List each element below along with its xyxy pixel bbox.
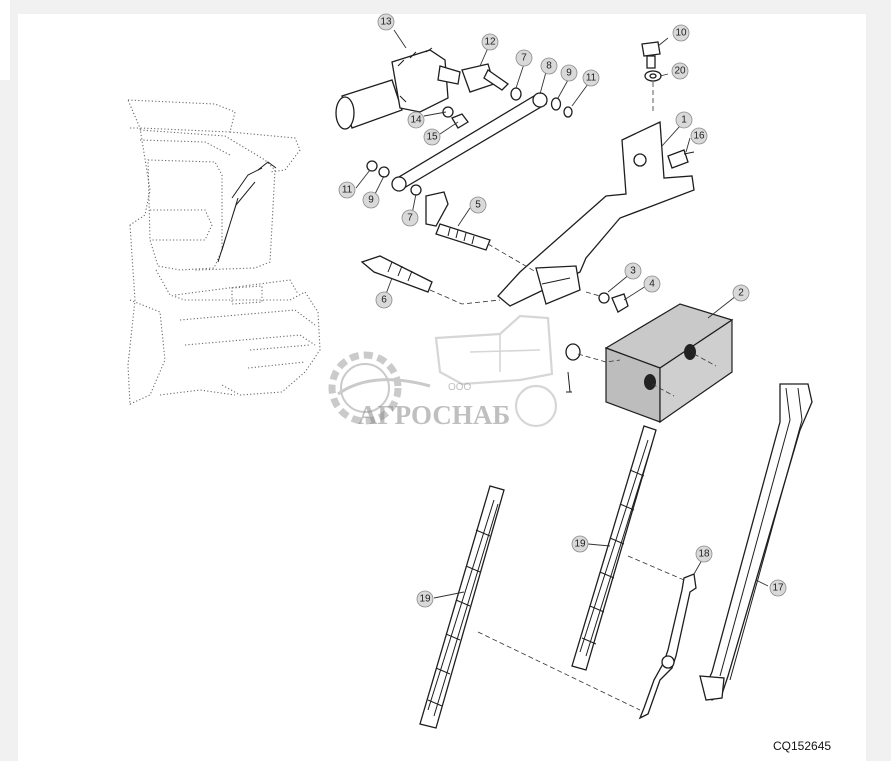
callout-18-label: 18 — [698, 549, 710, 560]
watermark-gear-icon — [328, 351, 431, 425]
callout-14-label: 14 — [410, 115, 422, 126]
callout-15: 15 — [423, 128, 441, 146]
callout-18: 18 — [695, 545, 713, 563]
callout-5-label: 5 — [475, 200, 481, 211]
callout-7b-label: 7 — [407, 213, 413, 224]
callout-3: 3 — [624, 262, 642, 280]
linkage-bar — [391, 92, 548, 192]
callout-17: 17 — [769, 579, 787, 597]
wiper-blade-right — [571, 425, 657, 671]
callout-20: 20 — [671, 62, 689, 80]
callout-14: 14 — [407, 111, 425, 129]
wiper-spindle — [425, 191, 491, 251]
tractor-cab-sketch — [127, 99, 321, 406]
callout-10-label: 10 — [675, 28, 687, 39]
callout-9a-label: 9 — [566, 68, 572, 79]
callout-12: 12 — [481, 33, 499, 51]
foam-pad — [604, 303, 734, 424]
mounting-bolt — [641, 41, 662, 82]
callout-11a: 11 — [582, 69, 600, 87]
wiper-arm — [699, 383, 813, 701]
callout-8: 8 — [540, 57, 558, 75]
callout-6-label: 6 — [381, 295, 387, 306]
callout-13-label: 13 — [380, 17, 392, 28]
callout-17-label: 17 — [772, 583, 784, 594]
watermark-company-form: ООО — [448, 382, 472, 393]
callout-1: 1 — [675, 111, 693, 129]
leader-lines — [355, 29, 769, 599]
callout-7b: 7 — [401, 209, 419, 227]
callout-8-label: 8 — [546, 61, 552, 72]
callout-12-label: 12 — [484, 37, 496, 48]
callout-10: 10 — [672, 24, 690, 42]
diagram-reference-code: CQ152645 — [773, 739, 831, 753]
callout-3-label: 3 — [630, 266, 636, 277]
callout-7a-label: 7 — [521, 53, 527, 64]
callout-5: 5 — [469, 196, 487, 214]
callout-11a-label: 11 — [586, 73, 597, 84]
callout-4-label: 4 — [649, 279, 655, 290]
callout-9b: 9 — [362, 191, 380, 209]
callout-16: 16 — [690, 127, 708, 145]
wiper-blade-left — [419, 485, 505, 729]
assembly-lines — [429, 82, 717, 711]
callout-19a-label: 19 — [419, 594, 431, 605]
callout-15-label: 15 — [426, 132, 438, 143]
callout-6: 6 — [375, 291, 393, 309]
bracket-bolt — [667, 149, 695, 169]
callout-1-label: 1 — [681, 115, 687, 126]
watermark-company-name: АГРОСНАБ — [358, 400, 510, 430]
callout-2: 2 — [732, 284, 750, 302]
callout-9a: 9 — [560, 64, 578, 82]
callout-19a: 19 — [416, 590, 434, 608]
drive-crank — [461, 63, 510, 93]
callout-13: 13 — [377, 13, 395, 31]
callout-11b-label: 11 — [342, 185, 353, 196]
callout-19b: 19 — [571, 535, 589, 553]
pivot-shaft — [360, 255, 433, 293]
blade-connector — [638, 573, 697, 720]
page-edge — [0, 0, 10, 80]
callout-20-label: 20 — [674, 66, 686, 77]
callout-2-label: 2 — [738, 288, 744, 299]
callout-4: 4 — [643, 275, 661, 293]
callout-9b-label: 9 — [368, 195, 374, 206]
callout-7a: 7 — [515, 49, 533, 67]
callout-11b: 11 — [338, 181, 356, 199]
wiper-motor — [335, 47, 461, 130]
watermark-harvester-icon — [434, 314, 558, 428]
callout-19b-label: 19 — [574, 539, 586, 550]
callout-16-label: 16 — [693, 131, 705, 142]
mounting-bracket — [497, 121, 695, 307]
watermark: ООО АГРОСНАБ — [328, 314, 558, 430]
